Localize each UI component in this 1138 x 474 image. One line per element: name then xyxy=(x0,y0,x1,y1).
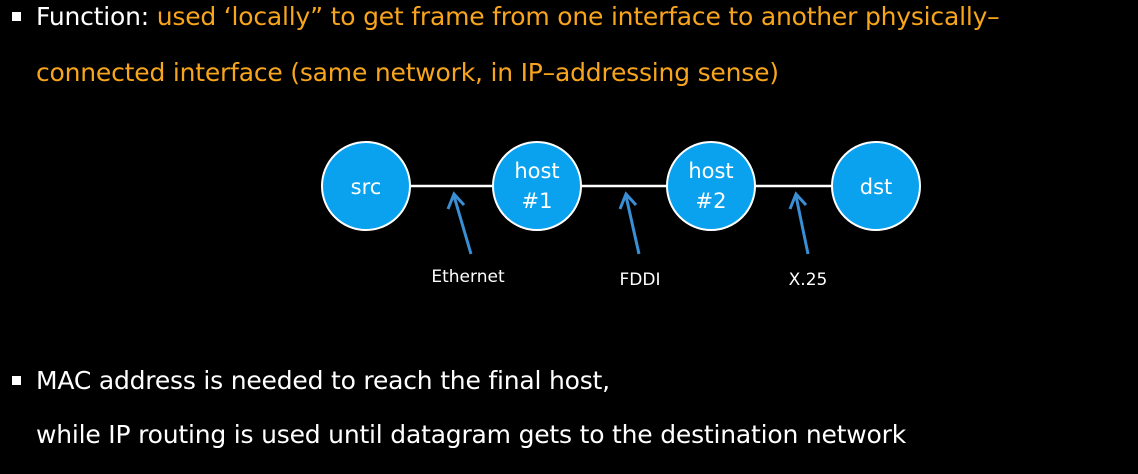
node-host1-label-line1: host xyxy=(514,159,559,183)
node-host2-label-line2: #2 xyxy=(696,189,727,213)
node-dst: dst xyxy=(831,141,921,231)
link-label-fddi: FDDI xyxy=(620,270,661,290)
link-arrows xyxy=(446,191,810,255)
node-src: src xyxy=(321,141,411,231)
arrow-fddi xyxy=(618,191,641,255)
node-dst-label: dst xyxy=(860,175,893,199)
node-host1: host #1 xyxy=(492,141,582,231)
node-host2: host #2 xyxy=(666,141,756,231)
function-line-1: Function: used ‘locally” to get frame fr… xyxy=(36,0,1000,34)
mac-address-line-2: while IP routing is used until datagram … xyxy=(36,420,906,449)
link-label-x25: X.25 xyxy=(789,270,828,290)
function-description-line-1: used ‘locally” to get frame from one int… xyxy=(156,2,1000,31)
node-host2-label-line1: host xyxy=(688,159,733,183)
function-description-line-2: connected interface (same network, in IP… xyxy=(36,58,779,87)
mac-address-line-1: MAC address is needed to reach the final… xyxy=(36,366,610,395)
bullet-marker-1 xyxy=(12,12,21,21)
arrow-ethernet xyxy=(446,191,473,255)
bullet-marker-2 xyxy=(12,376,21,385)
node-host1-label-line2: #1 xyxy=(522,189,553,213)
node-src-label: src xyxy=(351,175,382,199)
function-prefix: Function: xyxy=(36,2,157,31)
link-label-ethernet: Ethernet xyxy=(431,267,505,287)
arrow-x25 xyxy=(788,191,810,255)
